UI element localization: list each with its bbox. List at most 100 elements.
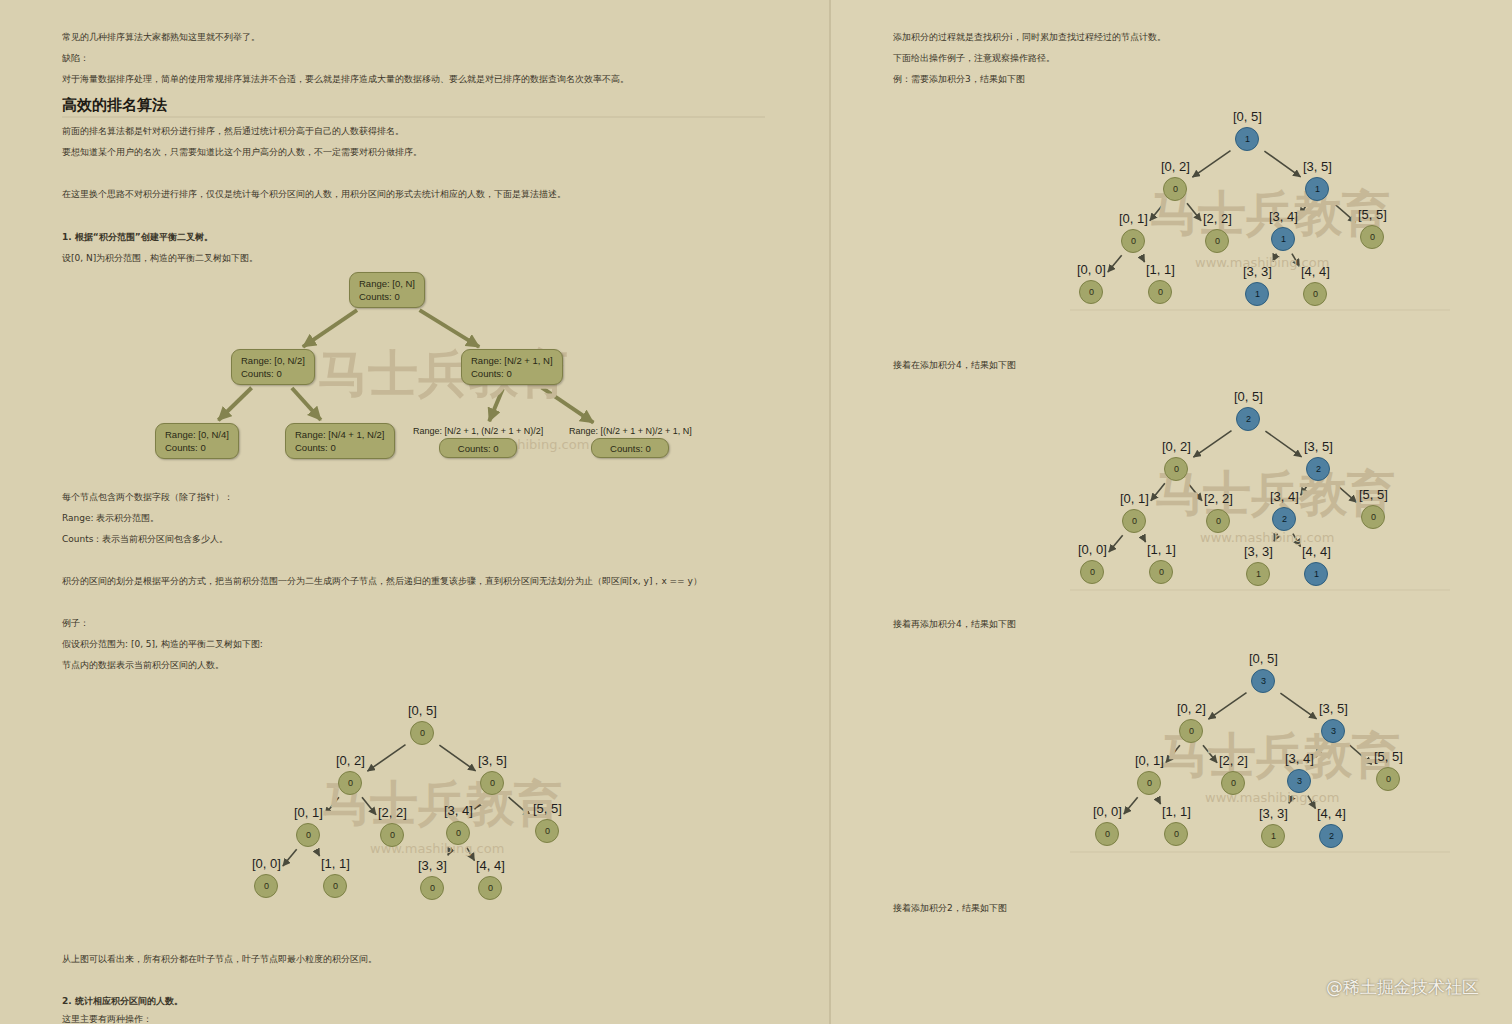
range-text: Range: [0, N]: [359, 277, 415, 290]
tree-node: [0, 1]0: [294, 805, 323, 847]
body-text: 接着添加积分2，结果如下图: [893, 902, 1007, 914]
tree-node: [4, 4]2: [1317, 806, 1346, 848]
count-circle: 1: [1304, 562, 1328, 586]
tree-node: [4, 4]1: [1302, 544, 1331, 586]
range-box: Range: [0, N/4]Counts: 0: [155, 423, 239, 459]
tree-edge: [1265, 431, 1301, 457]
count-number: 0: [1132, 516, 1137, 526]
tree-node: [3, 5]2: [1304, 439, 1333, 481]
tree-node: [0, 2]0: [1161, 159, 1190, 201]
tree-edge: [1193, 431, 1231, 458]
count-circle: 1: [1271, 227, 1295, 251]
tree-node: [0, 5]0: [408, 703, 437, 745]
tree-node: [0, 0]0: [252, 856, 281, 898]
count-number: 3: [1297, 776, 1302, 786]
tree-edge: [1208, 693, 1246, 720]
count-circle: 0: [254, 874, 278, 898]
count-circle: 0: [1360, 225, 1384, 249]
section-heading: 高效的排名算法: [62, 95, 167, 115]
count-circle: 2: [1236, 407, 1260, 431]
body-text: Counts：表示当前积分区间包含多少人。: [62, 533, 228, 545]
tree-node: [0, 1]0: [1135, 753, 1164, 795]
rule: [1070, 590, 1450, 591]
range-label: [1, 1]: [1146, 262, 1175, 277]
count-circle: 3: [1321, 719, 1345, 743]
count-number: 0: [1370, 232, 1375, 242]
range-label: [5, 5]: [1359, 487, 1388, 502]
tree-edge: [1142, 536, 1145, 542]
tree-node: [1, 1]0: [321, 856, 350, 898]
count-circle: 0: [296, 823, 320, 847]
count-circle: 0: [1164, 457, 1188, 481]
range-label: [2, 2]: [1203, 211, 1232, 226]
count-text: Counts: 0: [241, 367, 305, 380]
count-number: 0: [490, 778, 495, 788]
body-text: 接着再添加积分4，结果如下图: [893, 618, 1016, 630]
range-label: [3, 4]: [444, 803, 473, 818]
count-number: 0: [1158, 287, 1163, 297]
range-label: [3, 4]: [1270, 489, 1299, 504]
tree-node: [0, 2]0: [1177, 701, 1206, 743]
range-box: Range: [0, N]Counts: 0: [349, 272, 425, 308]
tree-node: [4, 4]0: [1301, 264, 1330, 306]
count-number: 2: [1246, 414, 1251, 424]
count-circle: 0: [410, 721, 434, 745]
count-number: 0: [1147, 778, 1152, 788]
count-circle: 0: [1221, 771, 1245, 795]
range-text: Range: [0, N/2]: [241, 354, 305, 367]
count-number: 0: [264, 881, 269, 891]
tree-node: [3, 3] 1: [1243, 264, 1272, 306]
range-box: Range: [0, N/2]Counts: 0: [231, 349, 315, 385]
range-label: [3, 5]: [1303, 159, 1332, 174]
range-label: [0, 1]: [1120, 491, 1149, 506]
count-circle: 0: [1080, 560, 1104, 584]
count-circle: 0: [1179, 719, 1203, 743]
range-label: [3, 3]: [1243, 264, 1272, 279]
tree-edge: [1157, 798, 1160, 804]
range-label: [0, 0]: [1093, 804, 1122, 819]
range-text: Range: [N/2 + 1, (N/2 + 1 + N)/2]: [413, 425, 543, 437]
range-label: [5, 5]: [533, 801, 562, 816]
rule: [1070, 852, 1450, 853]
range-label: [0, 5]: [1249, 651, 1278, 666]
range-label: [0, 5]: [1233, 109, 1262, 124]
range-label: [1, 1]: [1162, 804, 1191, 819]
body-text: 添加积分的过程就是查找积分i，同时累加查找过程经过的节点计数。: [893, 31, 1166, 43]
count-number: 0: [488, 883, 493, 893]
tree-node: [3, 4] 3: [1285, 751, 1314, 793]
tree-node: [0, 5] 2: [1234, 389, 1263, 431]
count-circle: 0: [1206, 509, 1230, 533]
body-text: 例子：: [62, 617, 89, 629]
body-text: 下面给出操作例子，注意观察操作路径。: [893, 52, 1055, 64]
tree-node: [4, 4] 0: [476, 858, 505, 900]
count-number: 3: [1261, 676, 1266, 686]
tree-node: [3, 3]1: [1244, 544, 1273, 586]
count-number: 1: [1255, 289, 1260, 299]
tree-node: [1, 1] 0: [1146, 262, 1175, 304]
range-label: [0, 5]: [1234, 389, 1263, 404]
range-label: [5, 5]: [1374, 749, 1403, 764]
range-label: [3, 4]: [1285, 751, 1314, 766]
range-label: [2, 2]: [378, 805, 407, 820]
count-box: Counts: 0: [591, 438, 669, 458]
section-heading: 2. 统计相应积分区间的人数。: [62, 995, 183, 1007]
count-circle: 0: [1205, 229, 1229, 253]
count-circle: 1: [1245, 282, 1269, 306]
body-text: 要想知道某个用户的名次，只需要知道比这个用户高分的人数，不一定需要对积分做排序。: [62, 146, 422, 158]
count-circle: 0: [1079, 280, 1103, 304]
count-circle: 0: [1122, 509, 1146, 533]
range-label: [0, 2]: [336, 753, 365, 768]
range-label: [1, 1]: [321, 856, 350, 871]
count-circle: 3: [1287, 769, 1311, 793]
count-number: 0: [1313, 289, 1318, 299]
credit: @稀土掘金技术社区: [1326, 976, 1479, 998]
count-number: 0: [1105, 829, 1110, 839]
count-number: 0: [1090, 567, 1095, 577]
range-label: [4, 4]: [476, 858, 505, 873]
tree-node: [2, 2]0: [1219, 753, 1248, 795]
tree-node: [2, 2]0: [1204, 491, 1233, 533]
count-circle: 3: [1251, 669, 1275, 693]
count-number: 0: [348, 778, 353, 788]
count-circle: 0: [446, 821, 470, 845]
tree-node: [3, 5]1: [1303, 159, 1332, 201]
